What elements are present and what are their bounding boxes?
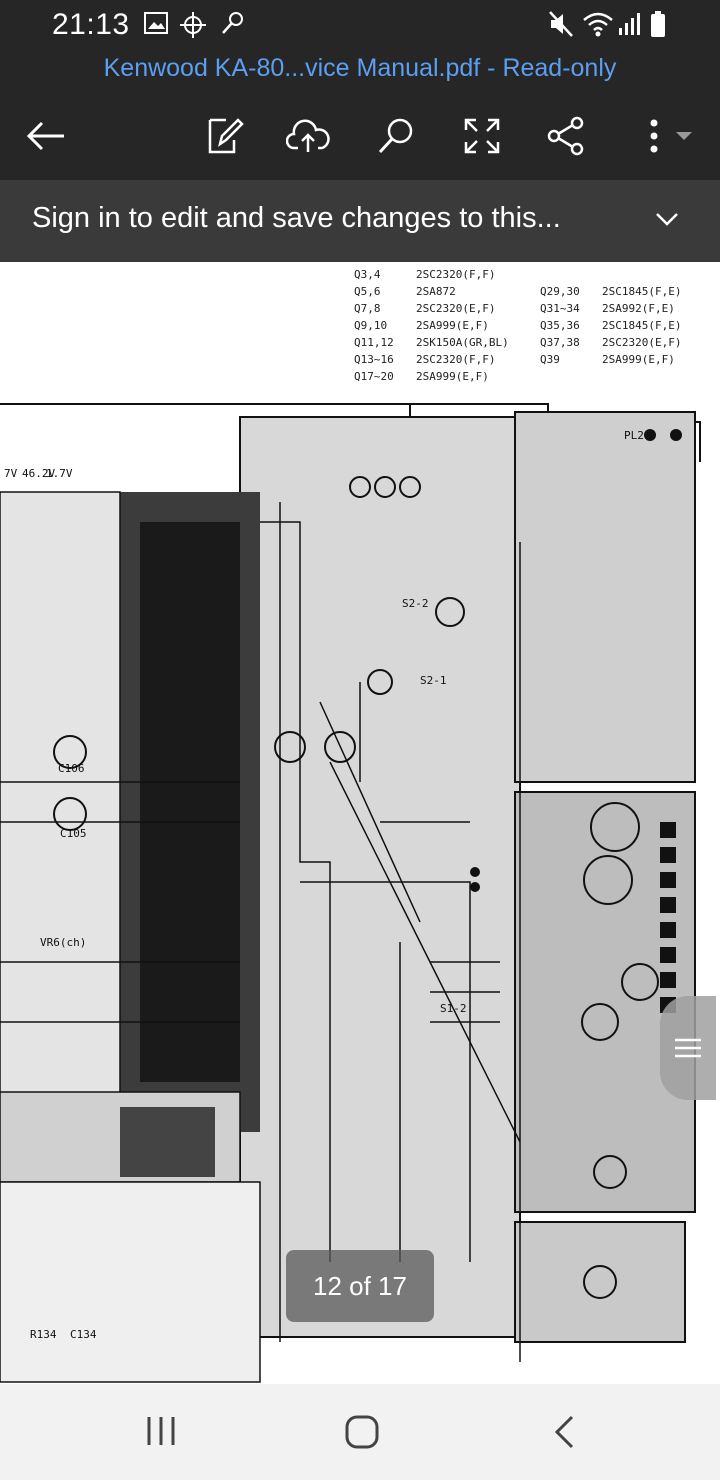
parts-list: Q3,4 2SC2320(F,F) Q5,6 2SA872 Q29,30 2SC1845(… <box>354 268 712 387</box>
parts-list-cell: 2SK150A(GR,BL) <box>416 336 509 349</box>
parts-list-cell: 2SC2320(F,F) <box>416 353 496 366</box>
parts-list-cell: Q9,10 <box>354 319 388 332</box>
home-button[interactable] <box>344 1414 380 1455</box>
schematic-label: PL2 <box>624 429 644 442</box>
fullscreen-icon <box>464 118 500 154</box>
parts-list-cell: Q39 <box>540 353 560 366</box>
home-icon <box>345 1415 379 1449</box>
parts-list-row: Q3,4 2SC2320(F,F) <box>354 268 712 285</box>
image-icon <box>144 12 168 39</box>
back-chevron-icon <box>554 1415 574 1449</box>
wifi-icon <box>582 10 614 43</box>
parts-list-row: Q13~16 2SC2320(F,F) Q39 2SA999(E,F) <box>354 353 712 370</box>
parts-list-row: Q5,6 2SA872 Q29,30 2SC1845(F,E) <box>354 285 712 302</box>
recent-apps-icon <box>147 1417 175 1445</box>
parts-list-cell: Q17~20 <box>354 370 394 383</box>
parts-list-cell: 2SA999(E,F) <box>602 353 675 366</box>
back-arrow-icon <box>26 121 64 151</box>
schematic-label: S2-2 <box>402 597 429 610</box>
parts-list-cell: Q35,36 <box>540 319 580 332</box>
system-nav-bar <box>0 1384 720 1480</box>
schematic-label: VR6(ch) <box>40 936 86 949</box>
battery-icon <box>650 10 666 43</box>
recent-apps-button[interactable] <box>145 1414 177 1453</box>
sign-in-banner[interactable]: Sign in to edit and save changes to this… <box>0 180 720 262</box>
edit-icon <box>208 118 244 154</box>
parts-list-cell: 2SA999(E,F) <box>416 370 489 383</box>
parts-list-cell: Q13~16 <box>354 353 394 366</box>
key-icon <box>220 10 246 41</box>
edit-button[interactable] <box>200 112 248 160</box>
upload-button[interactable] <box>284 112 332 160</box>
parts-list-cell: 2SC2320(E,F) <box>416 302 496 315</box>
page-indicator: 12 of 17 <box>286 1250 434 1322</box>
schematic-label: R134 <box>30 1328 57 1341</box>
schematic-label: 7V <box>4 467 18 480</box>
document-title: Kenwood KA-80...vice Manual.pdf - Read-o… <box>0 50 720 90</box>
parts-list-cell: 2SC2320(E,F) <box>602 336 682 349</box>
parts-list-cell: Q7,8 <box>354 302 381 315</box>
fullscreen-button[interactable] <box>458 112 506 160</box>
pdf-page-view[interactable]: Q3,4 2SC2320(F,F) Q5,6 2SA872 Q29,30 2SC1845(… <box>0 262 720 1384</box>
parts-list-row: Q7,8 2SC2320(E,F) Q31~34 2SA992(F,E) <box>354 302 712 319</box>
parts-list-cell: Q29,30 <box>540 285 580 298</box>
drag-handle-icon <box>675 1038 701 1058</box>
back-button[interactable] <box>22 112 70 160</box>
toolbar <box>0 90 720 180</box>
parts-list-cell: 2SC2320(F,F) <box>416 268 496 281</box>
parts-list-cell: Q31~34 <box>540 302 580 315</box>
clock: 21:13 <box>52 8 130 41</box>
schematic-label: 46.2V <box>22 467 55 480</box>
more-icon <box>650 119 692 153</box>
parts-list-cell: Q3,4 <box>354 268 381 281</box>
share-button[interactable] <box>542 112 590 160</box>
back-nav-button[interactable] <box>552 1414 576 1455</box>
status-bar: 21:13 <box>0 0 720 50</box>
sign-in-message: Sign in to edit and save changes to this… <box>32 202 561 234</box>
schematic-label: C106 <box>58 762 85 775</box>
parts-list-row: Q17~20 2SA999(E,F) <box>354 370 712 387</box>
fast-scroll-handle[interactable] <box>660 996 716 1100</box>
parts-list-cell: 2SC1845(F,E) <box>602 285 682 298</box>
schematic-label: S1-2 <box>440 1002 467 1015</box>
crosshair-icon <box>178 10 208 45</box>
search-icon <box>378 118 413 154</box>
mute-icon <box>548 10 574 43</box>
parts-list-cell: Q37,38 <box>540 336 580 349</box>
schematic-label: C105 <box>60 827 87 840</box>
parts-list-row: Q9,10 2SA999(E,F) Q35,36 2SC1845(F,E) <box>354 319 712 336</box>
parts-list-cell: 2SA992(F,E) <box>602 302 675 315</box>
parts-list-cell: 2SC1845(F,E) <box>602 319 682 332</box>
cloud-upload-icon <box>286 119 330 152</box>
share-icon <box>547 116 584 156</box>
schematic-label: C134 <box>70 1328 97 1341</box>
schematic-label: S2-1 <box>420 674 447 687</box>
parts-list-cell: Q11,12 <box>354 336 394 349</box>
parts-list-row: Q11,12 2SK150A(GR,BL) Q37,38 2SC2320(E,F) <box>354 336 712 353</box>
search-button[interactable] <box>372 112 420 160</box>
parts-list-cell: 2SA872 <box>416 285 456 298</box>
schematic-drawing: PL2 S2-2 S2-1 S1-2 C105 C106 C134 R134 V… <box>0 402 720 1384</box>
chevron-down-icon[interactable] <box>654 206 680 237</box>
parts-list-cell: Q5,6 <box>354 285 381 298</box>
more-menu-button[interactable] <box>630 112 700 160</box>
signal-icon <box>618 12 640 41</box>
schematic-label: 1.7V <box>46 467 73 480</box>
parts-list-cell: 2SA999(E,F) <box>416 319 489 332</box>
